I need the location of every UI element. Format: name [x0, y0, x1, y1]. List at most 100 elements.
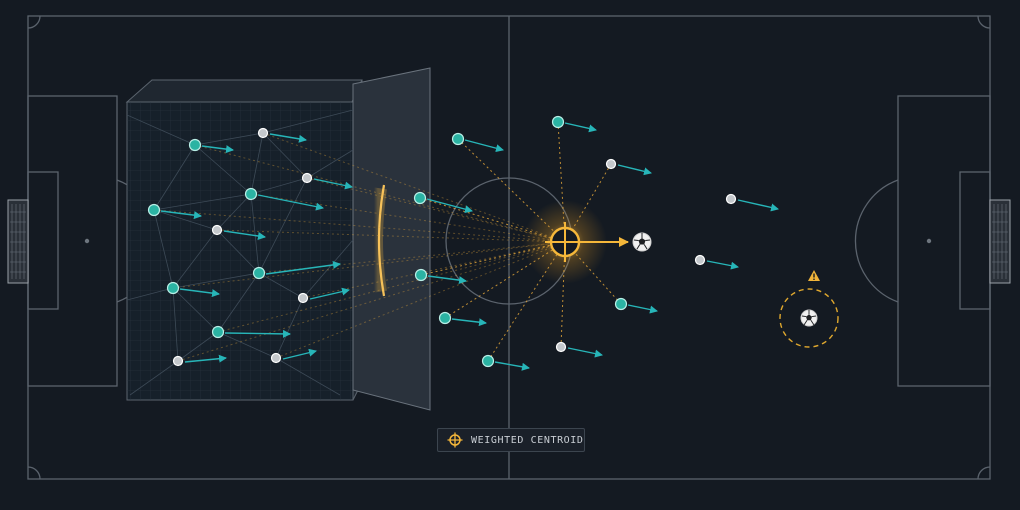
legend-label: WEIGHTED CENTROID [471, 434, 584, 446]
player-marker-teal [451, 132, 465, 146]
block-top-face [125, 79, 363, 103]
movement-arrow [265, 260, 341, 275]
movement-arrow [179, 288, 220, 298]
movement-arrow [160, 210, 202, 220]
block-glow [365, 186, 387, 294]
mesh-link [258, 272, 304, 299]
soccer-ball-icon [632, 232, 652, 252]
mesh-link [172, 272, 260, 289]
corner-arc [977, 15, 991, 29]
player-marker-teal [188, 138, 202, 152]
player-marker-grey [270, 352, 282, 364]
mesh-link [250, 193, 260, 274]
left-goal [7, 199, 29, 284]
player-marker-grey [725, 193, 737, 205]
right-six-yard-box [959, 171, 991, 310]
right-goal [989, 199, 1011, 284]
centroid-ray [172, 241, 566, 289]
mesh-link [302, 239, 354, 299]
mesh-link [216, 229, 260, 274]
centroid-ray [487, 241, 566, 362]
player-marker-teal [414, 268, 428, 282]
movement-arrow [309, 287, 350, 300]
legend-weighted-centroid: WEIGHTED CENTROID [437, 428, 585, 452]
player-marker-teal [551, 115, 565, 129]
movement-arrow [451, 318, 487, 327]
right-penalty-spot [926, 238, 932, 244]
centroid-ray [275, 241, 566, 359]
movement-arrows-layer [160, 122, 779, 371]
player-marker-grey [257, 127, 269, 139]
player-marker-teal [166, 281, 180, 295]
mesh-link [262, 109, 354, 134]
goal-nets [10, 204, 1008, 279]
corner-arc [27, 15, 41, 29]
block-side-face [352, 67, 431, 411]
movement-arrow [427, 275, 467, 285]
player-marker-teal [413, 191, 427, 205]
mesh-link [217, 272, 260, 333]
players-layer [147, 115, 737, 368]
player-marker-teal [481, 354, 495, 368]
player-marker-teal [244, 187, 258, 201]
mesh-link [306, 149, 354, 179]
corner-arc [977, 466, 991, 480]
movement-arrow [464, 139, 504, 153]
block-grid [127, 102, 353, 400]
player-marker-grey [172, 355, 184, 367]
mesh-link [172, 287, 179, 362]
player-marker-grey [694, 254, 706, 266]
mesh-link [172, 229, 218, 289]
player-marker-grey [605, 158, 617, 170]
player-marker-teal [252, 266, 266, 280]
right-penalty-box [897, 95, 991, 387]
left-penalty-spot [84, 238, 90, 244]
mesh-link [275, 357, 341, 396]
centroid-ray [262, 132, 566, 243]
mesh-link [217, 331, 277, 359]
player-marker-grey [301, 172, 313, 184]
player-mesh-layer [126, 109, 354, 396]
movement-arrow [627, 304, 658, 314]
mesh-link [153, 144, 196, 211]
mesh-link [153, 209, 174, 289]
player-marker-grey [297, 292, 309, 304]
mesh-link [126, 287, 174, 301]
mesh-link [216, 193, 252, 231]
player-marker-teal [438, 311, 452, 325]
movement-arrow [617, 164, 652, 176]
movement-arrow [426, 198, 473, 214]
soccer-ball-icon [800, 309, 818, 327]
mesh-link [194, 132, 264, 146]
mesh-link [258, 177, 308, 274]
movement-arrow [257, 194, 324, 211]
mesh-link [126, 114, 196, 146]
movement-arrow [494, 361, 530, 371]
movement-arrow [269, 133, 307, 143]
player-marker-teal [211, 325, 225, 339]
left-penalty-box [27, 95, 118, 387]
player-marker-teal [147, 203, 161, 217]
movement-arrow [567, 347, 603, 358]
mesh-link [262, 132, 308, 179]
centroid-ray [306, 177, 566, 243]
movement-arrow [201, 145, 234, 154]
block-glow-edge [377, 184, 386, 297]
mesh-link [129, 360, 179, 396]
centroid-ray [216, 229, 566, 243]
mesh-link [153, 209, 218, 231]
centroid-ray [194, 144, 566, 243]
player-marker-grey [555, 341, 567, 353]
mesh-link [172, 287, 219, 333]
mesh-link [275, 297, 304, 359]
mesh-link [194, 144, 252, 195]
weighted-centroid [523, 200, 629, 284]
mesh-link [153, 193, 252, 211]
movement-arrow [706, 260, 739, 270]
mesh-link [250, 177, 308, 195]
player-marker-grey [211, 224, 223, 236]
mesh-link [177, 331, 219, 362]
centroid-ray [153, 209, 566, 243]
player-marker-teal [614, 297, 628, 311]
